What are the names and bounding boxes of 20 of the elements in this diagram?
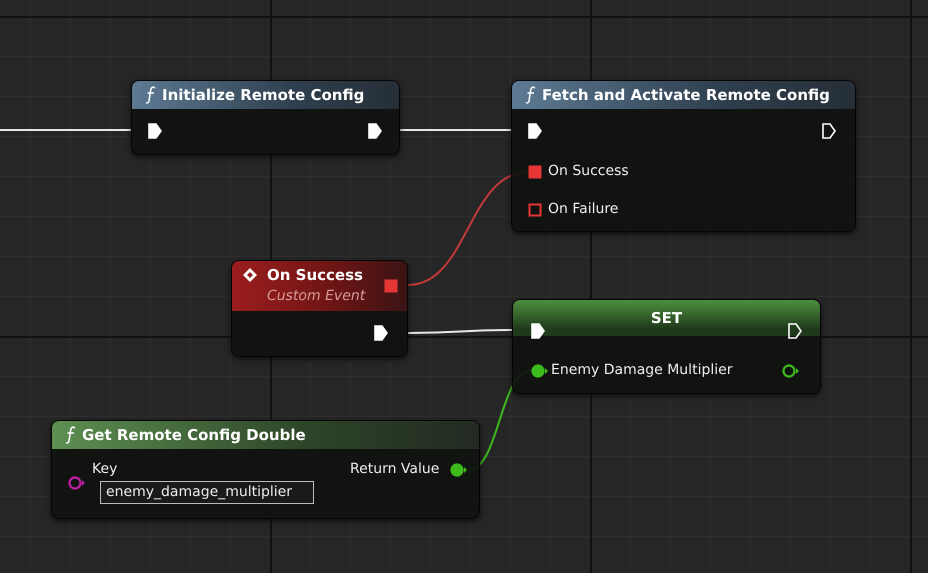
input-field: enemy_damage_multiplier xyxy=(100,481,314,504)
node-title: On Success xyxy=(267,266,363,284)
blueprint-node xyxy=(131,80,400,155)
blueprint-node xyxy=(511,80,856,232)
wire xyxy=(0,129,131,131)
wire xyxy=(400,129,511,131)
wire xyxy=(408,329,512,334)
node-title: Fetch and Activate Remote Config xyxy=(542,86,830,104)
pin-label: Key xyxy=(92,461,118,477)
pin-label: On Success xyxy=(548,163,629,179)
pin-label: Return Value xyxy=(350,461,440,477)
blueprint-node xyxy=(51,420,480,519)
blueprint-node xyxy=(512,299,821,394)
node-title: SET xyxy=(650,309,684,327)
pin-label: Enemy Damage Multiplier xyxy=(551,362,732,378)
pin-label: On Failure xyxy=(548,201,618,217)
node-title: Get Remote Config Double xyxy=(82,426,306,444)
blueprint-node xyxy=(231,260,408,357)
node-title: Initialize Remote Config xyxy=(162,86,364,104)
node-subtitle: Custom Event xyxy=(267,288,366,304)
